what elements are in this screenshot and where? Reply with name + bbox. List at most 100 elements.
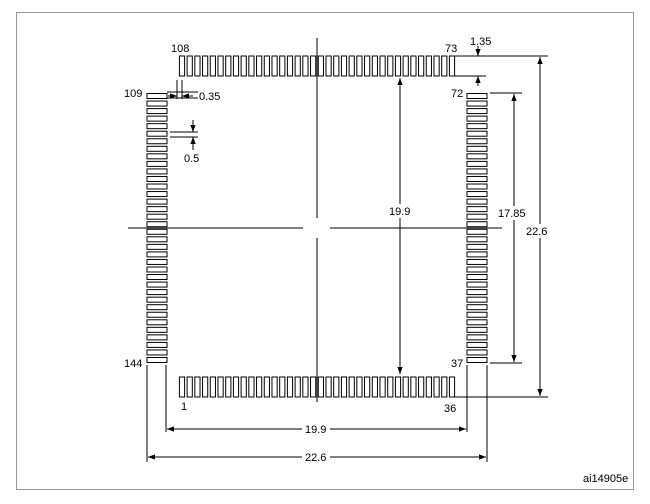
- pad: [194, 55, 201, 77]
- pad: [466, 357, 488, 363]
- pad: [146, 175, 168, 182]
- pad: [466, 319, 488, 326]
- pad: [202, 55, 209, 77]
- pad: [146, 311, 168, 318]
- pad: [425, 376, 432, 398]
- pad: [466, 304, 488, 311]
- pad: [325, 55, 332, 77]
- pad: [146, 108, 168, 115]
- pad: [466, 138, 488, 145]
- pad: [340, 55, 348, 77]
- pad: [279, 55, 286, 77]
- pad: [146, 228, 168, 235]
- pad: [466, 221, 488, 228]
- pad: [466, 93, 488, 99]
- pad: [302, 55, 309, 77]
- left-pad-column: [146, 93, 168, 363]
- pad: [425, 55, 432, 77]
- pad: [466, 191, 488, 198]
- pad: [146, 334, 168, 341]
- pad: [271, 376, 278, 398]
- pad: [146, 319, 168, 326]
- pad: [466, 206, 488, 213]
- pad: [294, 55, 301, 77]
- pad: [466, 100, 488, 107]
- extension-lines: [146, 55, 548, 462]
- pad: [225, 55, 232, 77]
- center-lines: [128, 38, 502, 402]
- pin-label-72: 72: [451, 88, 463, 100]
- pad: [371, 55, 378, 77]
- pad: [466, 251, 488, 258]
- pad: [310, 376, 317, 398]
- pad: [466, 236, 488, 243]
- pad: [146, 183, 168, 190]
- pad: [146, 274, 168, 281]
- pad: [387, 55, 394, 77]
- dim-overall-v: 22.6: [526, 226, 547, 238]
- pad: [441, 376, 448, 398]
- pad: [379, 55, 386, 77]
- pad: [466, 349, 488, 356]
- pad: [356, 55, 363, 77]
- pad: [340, 376, 348, 398]
- pad: [310, 55, 317, 77]
- pad: [364, 55, 371, 77]
- pin-label-1: 1: [181, 401, 187, 413]
- pad: [279, 376, 286, 398]
- pad: [466, 183, 488, 190]
- pad: [433, 55, 440, 77]
- pad: [146, 153, 168, 160]
- pad: [364, 376, 371, 398]
- pad: [146, 168, 168, 175]
- pad: [271, 55, 278, 77]
- top-pad-row: [178, 55, 456, 77]
- dim-row-span: 19.9: [389, 206, 410, 218]
- pad: [146, 341, 168, 348]
- pad: [209, 376, 216, 398]
- dim-pad-length: 1.35: [470, 36, 491, 48]
- pad: [146, 326, 168, 333]
- pad: [232, 55, 240, 77]
- dim-bottom-span: 19.9: [305, 424, 326, 436]
- pad: [232, 376, 240, 398]
- pad: [217, 376, 224, 398]
- pad: [146, 289, 168, 296]
- pad: [317, 55, 324, 77]
- right-pad-column: [466, 93, 488, 363]
- pin-label-73: 73: [445, 43, 457, 55]
- pad: [379, 376, 386, 398]
- pad: [448, 376, 456, 398]
- dim-pitch: 0.5: [184, 153, 199, 165]
- pad: [418, 376, 425, 398]
- pad: [394, 55, 402, 77]
- pad: [146, 236, 168, 243]
- pad: [402, 376, 409, 398]
- figure-frame: [16, 12, 634, 490]
- pad: [146, 357, 168, 363]
- pad: [466, 168, 488, 175]
- pad: [146, 258, 168, 265]
- pad: [356, 376, 363, 398]
- pad: [466, 341, 488, 348]
- pad: [146, 266, 168, 273]
- pad: [466, 123, 488, 130]
- pad: [248, 55, 255, 77]
- pad: [286, 55, 294, 77]
- pad: [248, 376, 255, 398]
- pad: [178, 376, 186, 398]
- pad: [209, 55, 216, 77]
- pad: [302, 376, 309, 398]
- pad: [433, 376, 440, 398]
- pad: [146, 100, 168, 107]
- pad: [186, 376, 193, 398]
- pad: [466, 311, 488, 318]
- pad: [466, 274, 488, 281]
- pad: [371, 376, 378, 398]
- pad: [410, 55, 417, 77]
- pad: [387, 376, 394, 398]
- pad: [263, 376, 270, 398]
- pad: [466, 326, 488, 333]
- pad: [333, 376, 340, 398]
- pad: [217, 55, 224, 77]
